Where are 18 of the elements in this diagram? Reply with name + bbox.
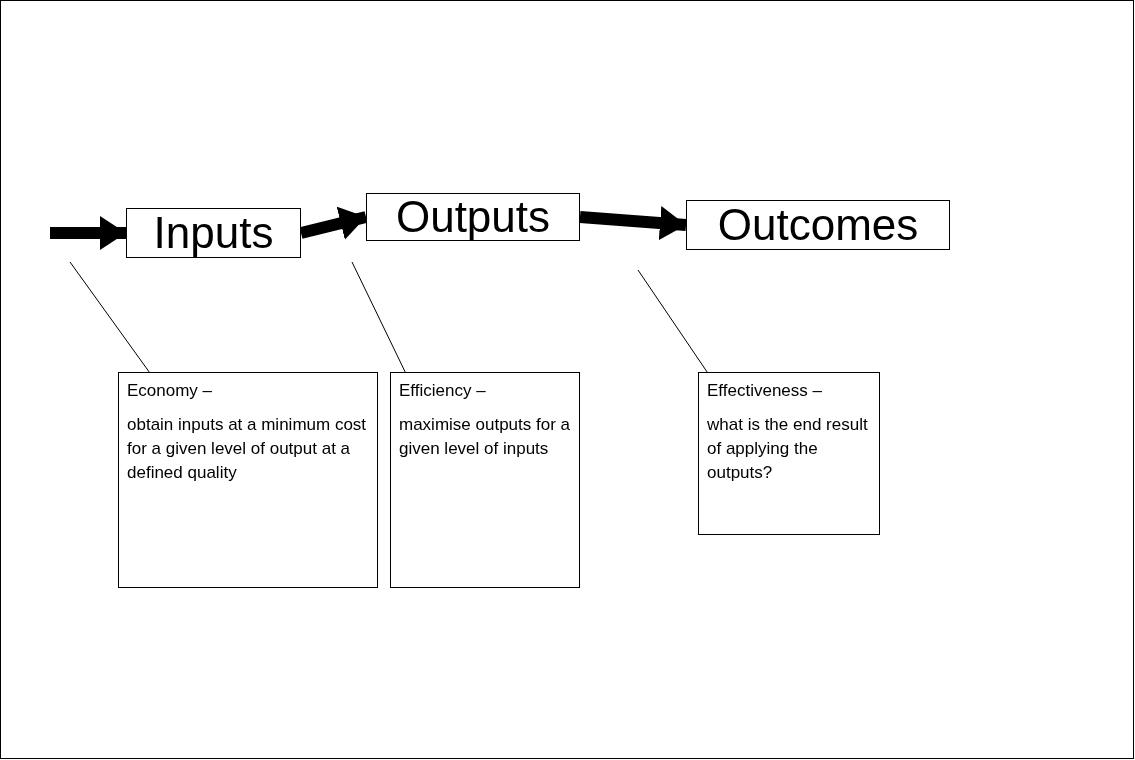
block-arrow (299, 206, 368, 240)
callout-heading: Efficiency – (399, 380, 487, 402)
leader-line (637, 269, 708, 373)
block-arrow (579, 206, 687, 240)
stage-box: Inputs (126, 208, 301, 258)
callout-text: what is the end result of applying the outputs? (707, 414, 869, 484)
leader-line (351, 261, 406, 373)
callout-text: maximise outputs for a given level of inputs (399, 414, 571, 460)
leader-line (69, 261, 150, 373)
callout-box (118, 372, 378, 588)
stage-box: Outputs (366, 193, 580, 241)
callout-heading: Economy – (127, 380, 214, 402)
stage-box: Outcomes (686, 200, 950, 250)
callout-text: obtain inputs at a minimum cost for a given level of output at a defined quality (127, 414, 368, 484)
callout-heading: Effectiveness – (707, 380, 823, 402)
block-arrow (50, 216, 126, 250)
callout-box (698, 372, 880, 535)
callout-box (390, 372, 580, 588)
